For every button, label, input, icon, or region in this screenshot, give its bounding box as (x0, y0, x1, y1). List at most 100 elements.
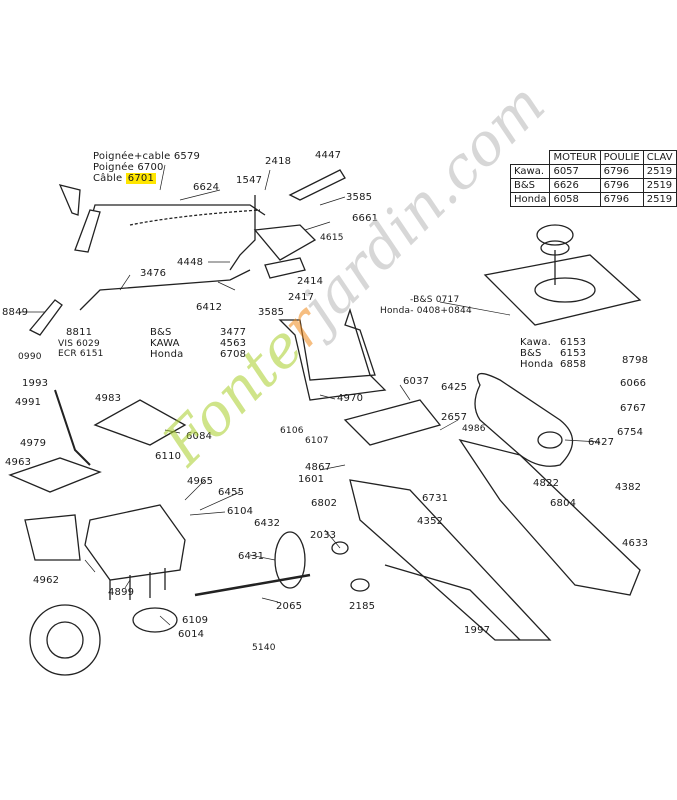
part-label: 8811 (66, 327, 93, 338)
part-label: 3476 (140, 268, 167, 279)
part-label: 2418 (265, 156, 292, 167)
part-label: 2065 (276, 601, 303, 612)
bracket-2414 (264, 257, 306, 279)
part-label: 6104 (227, 506, 254, 517)
note-cable-ref-highlight: 6701 (125, 173, 157, 184)
pulley-6427 (537, 431, 563, 449)
note-cable: Câble 6701 (93, 173, 157, 184)
part-label: 6802 (311, 498, 338, 509)
shield-4962 (24, 514, 81, 561)
part-label: 8798 (622, 355, 649, 366)
wheel-left (29, 604, 101, 676)
table-row: B&S 6626 6796 2519 (509, 178, 677, 193)
part-label: 3585 (346, 192, 373, 203)
handle-grip-left (74, 209, 101, 253)
note-poignee: Poignée 6700 (93, 162, 164, 173)
part-label: 4615 (320, 233, 344, 243)
handle-grip-lower (28, 299, 63, 336)
chaincase-6802 (349, 479, 552, 641)
belt-6427 (474, 373, 574, 467)
part-label: 6427 (588, 437, 615, 448)
table-cell: 6796 (599, 164, 644, 179)
diagram-drawing (8, 164, 642, 676)
part-label: 4867 (305, 462, 332, 473)
part-label: 6858 (560, 359, 587, 370)
table-cell: 6058 (549, 192, 601, 207)
engine-brand-label: KAWA (150, 338, 180, 349)
table-header-row: MOTEUR POULIE CLAV (511, 150, 677, 165)
table-cell: 2519 (642, 192, 677, 207)
part-label: 6110 (155, 451, 182, 462)
part-label: 6804 (550, 498, 577, 509)
part-label: 6431 (238, 551, 265, 562)
part-label: 2185 (349, 601, 376, 612)
part-label: -B&S 0717 (410, 295, 460, 305)
part-label: 2417 (288, 292, 315, 303)
handle-bar (84, 204, 266, 241)
bracket-assembly (253, 224, 317, 261)
part-label: 4563 (220, 338, 247, 349)
part-label: 5140 (252, 643, 276, 653)
part-label: 4986 (462, 424, 486, 434)
note-cable-prefix: Câble (93, 173, 123, 184)
handle-lower (79, 269, 251, 311)
part-label: 4963 (5, 457, 32, 468)
table-cell: Honda (509, 192, 551, 207)
rod-4983 (54, 389, 91, 466)
handle-lever (58, 184, 81, 216)
table-cell: 6626 (549, 178, 601, 193)
table-cell: 2519 (642, 164, 677, 179)
part-label: 6037 (403, 376, 430, 387)
part-label: ECR 6151 (58, 349, 104, 359)
part-label: 4962 (33, 575, 60, 586)
part-label: 6731 (422, 493, 449, 504)
table-row: Honda 6058 6796 2519 (509, 192, 677, 207)
bracket-4447 (288, 169, 346, 201)
frame-4970 (278, 307, 387, 401)
handle-cable (129, 209, 261, 226)
plate-6084 (93, 399, 187, 446)
part-label: Honda- 0408+0844 (380, 306, 472, 316)
pulley-6109 (132, 607, 178, 633)
part-label: 4991 (15, 397, 42, 408)
part-label: 6084 (186, 431, 213, 442)
note-poignee-cable: Poignée+cable 6579 (93, 151, 201, 162)
part-label: 4447 (315, 150, 342, 161)
handle-upright (229, 195, 256, 271)
engine-brand-label: Kawa. (520, 337, 551, 348)
engine-pulley (536, 224, 574, 246)
part-label: 1601 (298, 474, 325, 485)
part-label: 6432 (254, 518, 281, 529)
part-label: 1547 (236, 175, 263, 186)
part-label: 4965 (187, 476, 214, 487)
washer-2185 (350, 578, 370, 592)
part-label: 6109 (182, 615, 209, 626)
part-label: 6153 (560, 348, 587, 359)
part-label: 4352 (417, 516, 444, 527)
part-label: 1993 (22, 378, 49, 389)
chaincase-6804 (458, 438, 641, 596)
part-label: 0990 (18, 352, 42, 362)
part-label: 4633 (622, 538, 649, 549)
part-label: 4448 (177, 257, 204, 268)
table-header: CLAV (642, 150, 677, 165)
part-label: 6455 (218, 487, 245, 498)
table-cell: 2519 (642, 178, 677, 193)
part-label: 4970 (337, 393, 364, 404)
part-label: 6153 (560, 337, 587, 348)
part-label: 6754 (617, 427, 644, 438)
part-label: 6661 (352, 213, 379, 224)
part-label: 1997 (464, 625, 491, 636)
part-label: 3585 (258, 307, 285, 318)
engine-reference-table: MOTEUR POULIE CLAV Kawa. 6057 6796 2519 … (509, 150, 677, 207)
table-cell: B&S (509, 178, 551, 193)
table-header: MOTEUR (549, 150, 601, 165)
part-label: 2033 (310, 530, 337, 541)
table-cell: 6057 (549, 164, 601, 179)
part-label: 4382 (615, 482, 642, 493)
table-cell: Kawa. (509, 164, 551, 179)
part-label: VIS 6029 (58, 339, 100, 349)
part-label: 6412 (196, 302, 223, 313)
table-cell: 6796 (599, 192, 644, 207)
part-label: 6425 (441, 382, 468, 393)
